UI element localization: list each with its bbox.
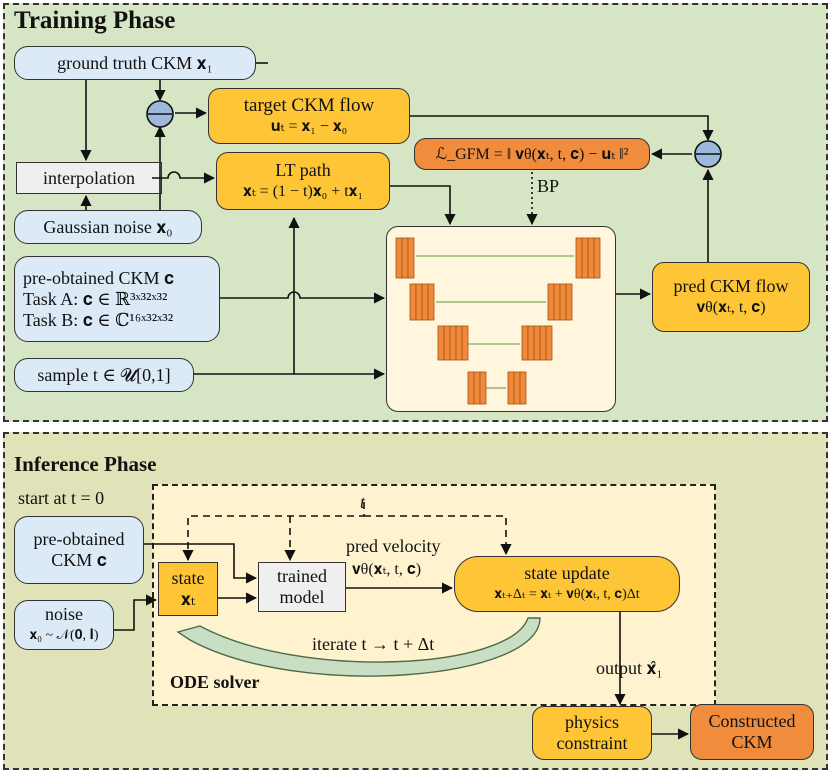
unet-encoder-block <box>407 237 415 279</box>
unet-decoder-block <box>581 237 589 279</box>
t-to-update-dashed <box>364 515 512 556</box>
unet-encoder-block <box>401 237 409 279</box>
unet-encoder-block <box>427 283 435 321</box>
unet-decoder-block <box>593 237 601 279</box>
constructed-ckm-line2: CKM <box>731 732 773 752</box>
physics-constraint-line1: physics <box>565 712 619 732</box>
interp-to-lt-arrow <box>162 171 216 184</box>
pred-velocity-label: pred velocity <box>346 536 441 556</box>
unet-encoder-block <box>455 325 463 361</box>
unet-encoder-block <box>443 325 451 361</box>
unet-encoder-block <box>421 283 429 321</box>
pred-ckm-flow-equation: 𝐯θ(𝐱ₜ, t, 𝐜) <box>696 299 766 316</box>
unet-encoder-block <box>415 283 423 321</box>
lt-path-node: LT path 𝐱ₜ = (1 − t)𝐱₀ + t𝐱₁ <box>216 152 390 210</box>
unet-illustration <box>395 237 601 405</box>
gaussian-noise-label: Gaussian noise 𝐱₀ <box>43 216 173 237</box>
unet-bottleneck-block <box>467 371 475 405</box>
ground-truth-ckm-node: ground truth CKM 𝐱₁ <box>14 46 256 80</box>
inference-noise-title: noise <box>45 604 83 624</box>
state-title: state <box>171 568 205 588</box>
gaussian-noise-node: Gaussian noise 𝐱₀ <box>14 210 202 244</box>
unet-encoder-block <box>437 325 445 361</box>
lt-to-network-arrow <box>390 185 456 226</box>
target-ckm-flow-title: target CKM flow <box>243 95 375 116</box>
start-at-t0-label: start at t = 0 <box>18 488 105 508</box>
gfm-loss-equation: ℒ_GFM = ‖ 𝐯θ(𝐱ₜ, t, 𝐜) − 𝐮ₜ ‖² <box>435 145 629 163</box>
constructed-ckm-node: Constructed CKM <box>690 704 814 760</box>
inference-condition-line1: pre-obtained <box>33 529 125 549</box>
condition-ckm-line1: pre-obtained CKM 𝐜 <box>23 267 175 288</box>
unet-decoder-block <box>559 283 567 321</box>
physics-constraint-node: physics constraint <box>532 706 652 760</box>
unet-decoder-block <box>545 325 553 361</box>
noise-to-state-arrow <box>114 594 158 631</box>
unet-decoder-block <box>553 283 561 321</box>
state-node: state 𝐱ₜ <box>158 562 218 616</box>
interpolation-label: interpolation <box>43 167 135 188</box>
gfm-loss-node: ℒ_GFM = ‖ 𝐯θ(𝐱ₜ, t, 𝐜) − 𝐮ₜ ‖² <box>414 138 650 170</box>
unet-encoder-block <box>409 283 417 321</box>
unet-decoder-block <box>565 283 573 321</box>
t-to-state-dashed <box>182 502 365 562</box>
iterate-label: iterate t → t + Δt <box>312 634 435 654</box>
unet-decoder-block <box>521 325 529 361</box>
condition-task-b: Task B: 𝐜 ∈ ℂ¹⁶ˣ³²ˣ³² <box>23 309 174 330</box>
trained-model-node: trained model <box>258 562 346 612</box>
pred-velocity-equation: 𝐯θ(𝐱ₜ, t, 𝐜) <box>352 561 422 578</box>
trained-model-line1: trained <box>277 566 327 586</box>
ground-truth-ckm-label: ground truth CKM 𝐱₁ <box>57 52 213 73</box>
pred-ckm-flow-node: pred CKM flow 𝐯θ(𝐱ₜ, t, 𝐜) <box>652 262 810 332</box>
unet-decoder-block <box>527 325 535 361</box>
unet-decoder-block <box>513 371 521 405</box>
unet-encoder-block <box>461 325 469 361</box>
pred-ckm-flow-title: pred CKM flow <box>673 276 789 296</box>
sample-t-label: sample t ∈ 𝓤[0,1] <box>37 364 171 385</box>
minus-circle-left <box>146 100 174 128</box>
inference-condition-node: pre-obtained CKM 𝐜 <box>14 516 144 584</box>
unet-bottleneck-block <box>479 371 487 405</box>
inference-phase-title: Inference Phase <box>14 452 157 476</box>
unet-encoder-block <box>395 237 403 279</box>
iterate-curved-arrow <box>176 617 541 677</box>
unet-decoder-block <box>575 237 583 279</box>
condition-ckm-node: pre-obtained CKM 𝐜 Task A: 𝐜 ∈ ℝ³ˣ³²ˣ³² … <box>14 256 220 342</box>
unet-decoder-block <box>533 325 541 361</box>
target-to-loss-minus-arrow <box>410 115 714 142</box>
condition-to-network-arrow <box>220 291 386 304</box>
unet-bottleneck-block <box>473 371 481 405</box>
state-update-title: state update <box>524 563 610 583</box>
output-label: output 𝐱̂₁ <box>596 658 663 678</box>
inference-condition-line2: CKM 𝐜 <box>51 550 107 570</box>
interpolation-node: interpolation <box>16 162 162 194</box>
training-phase-title: Training Phase <box>14 7 176 34</box>
state-update-equation: 𝐱ₜ₊Δₜ = 𝐱ₜ + 𝐯θ(𝐱ₜ, t, 𝐜)Δt <box>494 587 640 602</box>
sample-t-node: sample t ∈ 𝓤[0,1] <box>14 358 194 392</box>
bp-label: BP <box>537 176 560 196</box>
state-update-node: state update 𝐱ₜ₊Δₜ = 𝐱ₜ + 𝐯θ(𝐱ₜ, t, 𝐜)Δt <box>454 556 680 612</box>
condition-to-model-arrow <box>144 543 258 584</box>
condition-task-a: Task A: 𝐜 ∈ ℝ³ˣ³²ˣ³² <box>23 288 168 309</box>
inference-noise-node: noise 𝐱₀ ~ 𝒩(𝟎, 𝐈) <box>14 600 114 650</box>
minus-circle-right <box>694 140 722 168</box>
target-ckm-flow-node: target CKM flow 𝐮ₜ = 𝐱₁ − 𝐱₀ <box>208 88 410 144</box>
state-var: 𝐱ₜ <box>180 589 196 609</box>
unet-decoder-block <box>587 237 595 279</box>
unet-decoder-block <box>539 325 547 361</box>
time-t-label: t <box>360 492 366 512</box>
target-ckm-flow-equation: 𝐮ₜ = 𝐱₁ − 𝐱₀ <box>270 118 348 135</box>
physics-constraint-line2: constraint <box>556 733 628 753</box>
lt-path-equation: 𝐱ₜ = (1 − t)𝐱₀ + t𝐱₁ <box>242 183 364 200</box>
unet-decoder-block <box>507 371 515 405</box>
unet-decoder-block <box>547 283 555 321</box>
unet-decoder-block <box>519 371 527 405</box>
constructed-ckm-line1: Constructed <box>708 711 796 731</box>
trained-model-line2: model <box>279 587 325 607</box>
unet-encoder-block <box>449 325 457 361</box>
ode-solver-label: ODE solver <box>170 672 260 692</box>
lt-path-title: LT path <box>275 160 331 180</box>
inference-noise-equation: 𝐱₀ ~ 𝒩(𝟎, 𝐈) <box>29 628 99 643</box>
